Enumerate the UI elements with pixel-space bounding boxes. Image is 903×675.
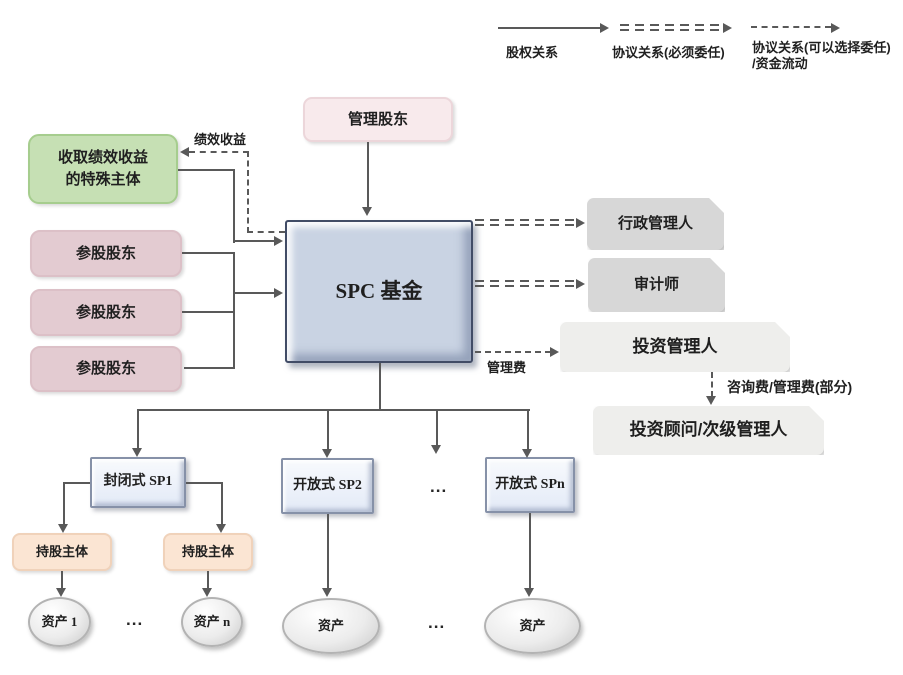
special-entity-line1: 收取绩效收益 (57, 149, 148, 167)
node-investment-advisor: 投资顾问/次级管理人 (593, 406, 824, 455)
edge-special-to-spc-h2 (233, 240, 275, 242)
edge-hold2-to-assetn (207, 571, 209, 589)
legend-solid-line (498, 27, 601, 29)
edge-tree-drop-sp2 (327, 409, 329, 450)
edge-perf-income-arrowhead-icon (180, 147, 189, 157)
node-participating-shareholder-1: 参股股东 (30, 230, 182, 277)
node-special-entity: 收取绩效收益 的特殊主体 (28, 134, 178, 204)
edge-mgmt-to-spc-arrowhead-icon (362, 207, 372, 216)
edge-spc-to-admin-arrowhead-icon (576, 218, 585, 228)
node-participating-shareholder-2: 参股股东 (30, 289, 182, 336)
edge-special-to-spc-v (233, 169, 235, 243)
edge-sp2-to-asset-arrowhead-icon (322, 588, 332, 597)
edge-shareholder2-h (182, 311, 234, 313)
edge-hold2-to-assetn-arrowhead-icon (202, 588, 212, 597)
edge-shareholders-to-spc (233, 292, 275, 294)
edge-sp1-to-hold2-arrowhead-icon (216, 524, 226, 533)
edge-sp1-to-hold1-arrowhead-icon (58, 524, 68, 533)
node-asset-n: 资产 n (181, 597, 243, 647)
edge-perf-income-h2 (247, 231, 285, 233)
edge-tree-drop-spn-arrowhead-icon (522, 449, 532, 458)
node-sp-open-n: 开放式 SPn (485, 457, 575, 513)
edge-sp1-to-hold1-v (63, 482, 65, 525)
node-asset-open-n: 资产 (484, 598, 581, 654)
node-auditor: 审计师 (588, 258, 725, 312)
legend-double-dash-line (620, 24, 722, 31)
node-investment-manager: 投资管理人 (560, 322, 790, 372)
edge-spc-to-admin (475, 219, 577, 226)
edge-spc-to-invmgr (475, 351, 551, 353)
asset-ellipsis-right: ... (428, 613, 446, 632)
node-admin-manager: 行政管理人 (587, 198, 724, 250)
legend-dash-label: 协议关系(可以选择委任) /资金流动 (752, 40, 891, 72)
edge-shareholder3-h (184, 367, 234, 369)
node-special-entity-text: 收取绩效收益 的特殊主体 (58, 147, 148, 191)
edge-spc-tree-trunk (379, 363, 381, 411)
edge-spc-tree-rail (137, 409, 530, 411)
edge-tree-drop-sp1-arrowhead-icon (132, 448, 142, 457)
legend-dash-arrowhead-icon (831, 23, 840, 33)
node-asset-open-2: 资产 (282, 598, 380, 654)
node-sp-closed-1: 封闭式 SP1 (90, 457, 186, 508)
legend-solid-arrowhead-icon (600, 23, 609, 33)
edge-shareholders-merge-v (233, 252, 235, 369)
edge-label-advisory-fee: 咨询费/管理费(部分) (727, 379, 853, 395)
node-spc-fund: SPC 基金 (285, 220, 473, 363)
special-entity-line2: 的特殊主体 (65, 171, 141, 188)
legend-double-dash-arrowhead-icon (723, 23, 732, 33)
edge-perf-income-v (247, 151, 249, 233)
edge-perf-income-h1 (189, 151, 249, 153)
edge-special-to-spc-h1 (178, 169, 235, 171)
node-management-shareholder: 管理股东 (303, 97, 453, 142)
edge-spc-to-auditor-arrowhead-icon (576, 279, 585, 289)
edge-invmgr-to-advisor-arrowhead-icon (706, 396, 716, 405)
edge-spn-to-asset-arrowhead-icon (524, 588, 534, 597)
edge-label-management-fee: 管理费 (487, 360, 527, 375)
edge-spc-to-auditor (475, 280, 577, 287)
edge-sp2-to-asset (327, 514, 329, 589)
edge-tree-drop-ellipsis-arrowhead-icon (431, 445, 441, 454)
edge-invmgr-to-advisor (711, 372, 713, 397)
edge-special-to-spc-arrowhead-icon (274, 236, 283, 246)
edge-spc-to-invmgr-arrowhead-icon (550, 347, 559, 357)
edge-tree-drop-sp1 (137, 409, 139, 449)
legend-solid-label: 股权关系 (506, 45, 559, 60)
edge-tree-drop-ellipsis (436, 409, 438, 446)
edge-tree-drop-sp2-arrowhead-icon (322, 449, 332, 458)
edge-spn-to-asset (529, 513, 531, 589)
edge-shareholders-arrowhead-icon (274, 288, 283, 298)
node-sp-open-2: 开放式 SP2 (281, 458, 374, 514)
node-participating-shareholder-3: 参股股东 (30, 346, 182, 392)
edge-sp1-to-hold2-h (186, 482, 223, 484)
edge-tree-drop-spn (527, 409, 529, 450)
sp-row-ellipsis: ... (430, 477, 448, 496)
legend-double-dash-label: 协议关系(必须委任) (612, 45, 725, 60)
edge-shareholder1-h (182, 252, 234, 254)
edge-label-performance-income: 绩效收益 (194, 132, 247, 147)
edge-mgmt-to-spc (367, 142, 369, 208)
node-asset-1: 资产 1 (28, 597, 91, 647)
edge-hold1-to-asset1-arrowhead-icon (56, 588, 66, 597)
legend-dash-label-line1: 协议关系(可以选择委任) (752, 40, 891, 55)
edge-hold1-to-asset1 (61, 571, 63, 589)
node-holding-entity-1: 持股主体 (12, 533, 112, 571)
legend-dash-label-line2: /资金流动 (752, 56, 808, 71)
edge-sp1-to-hold1-h (63, 482, 90, 484)
node-holding-entity-2: 持股主体 (163, 533, 253, 571)
asset-ellipsis-left: ... (126, 610, 144, 629)
edge-sp1-to-hold2-v (221, 482, 223, 525)
legend-dash-line (751, 26, 831, 28)
